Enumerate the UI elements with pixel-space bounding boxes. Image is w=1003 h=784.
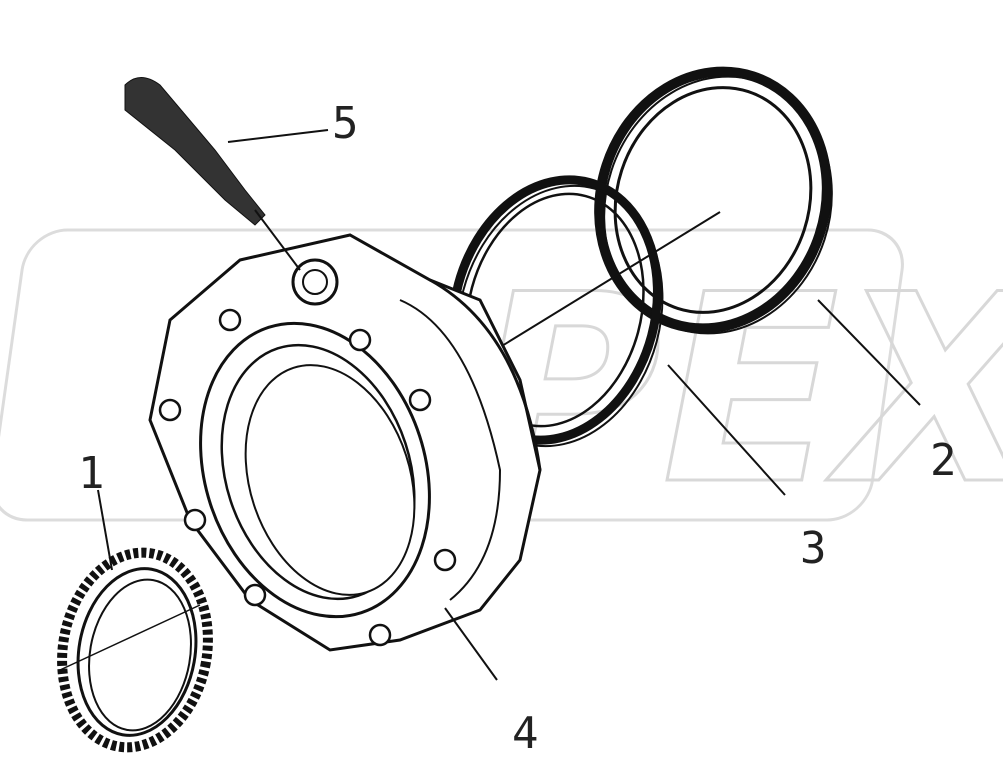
part-4-housing: [148, 233, 542, 652]
part-1-gear-ring: [57, 547, 213, 753]
callout-3: 3: [800, 523, 827, 574]
callout-4: 4: [512, 708, 539, 759]
part-5-sensor: [124, 77, 301, 271]
part-2-seal-ring: [594, 66, 833, 335]
callout-1: 1: [78, 448, 105, 499]
callout-2: 2: [930, 435, 957, 486]
callout-5: 5: [332, 98, 359, 149]
leader-lines: [97, 129, 921, 681]
